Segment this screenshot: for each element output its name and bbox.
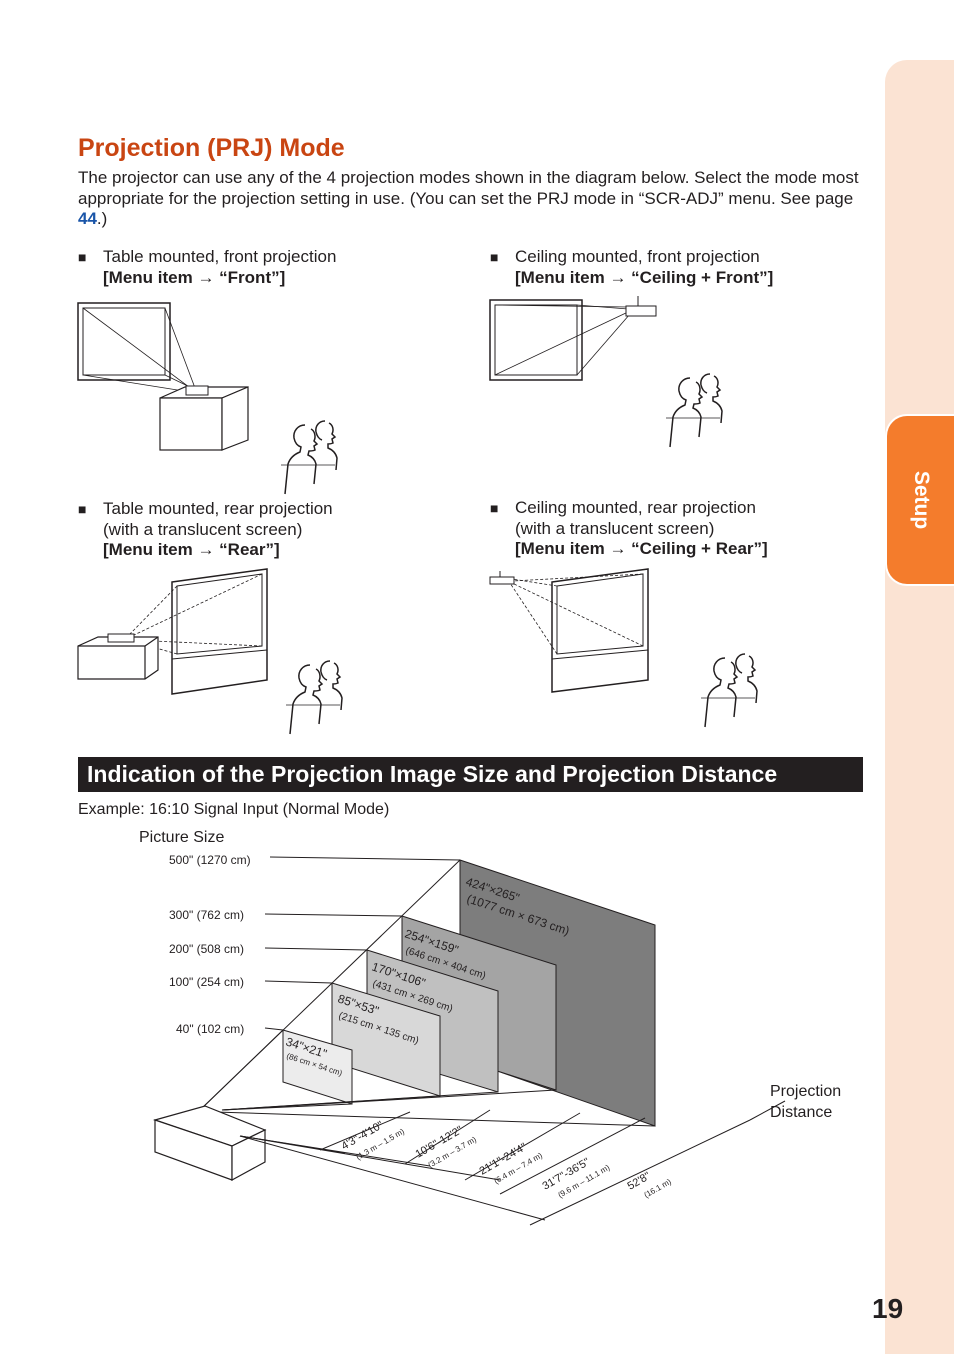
distance-diagram: 424"×265" (1077 cm × 673 cm) 254"×159" (… <box>152 853 786 1226</box>
mode-note: (with a translucent screen) <box>103 519 303 539</box>
projection-distance-line: Distance <box>770 1104 833 1121</box>
mode-label: Ceiling mounted, rear projection <box>515 498 756 517</box>
diagonal-200: 200" (508 cm) <box>169 942 244 956</box>
diagonal-300: 300" (762 cm) <box>169 908 244 922</box>
ceiling-front-illustration <box>489 296 723 448</box>
mode-label: Table mounted, rear projection <box>103 499 333 518</box>
mode-ceiling-front: ■ Ceiling mounted, front projection[Menu… <box>490 247 773 288</box>
projection-distance-line: Projection <box>770 1083 842 1100</box>
mode-label: Table mounted, front projection <box>103 247 337 266</box>
menu-item-label: [Menu item → “Ceiling + Rear”] <box>515 539 768 558</box>
bullet-icon: ■ <box>490 500 499 516</box>
mode-front: ■ Table mounted, front projection[Menu i… <box>78 247 336 288</box>
mode-label: Ceiling mounted, front projection <box>515 247 760 266</box>
page-title: Projection (PRJ) Mode <box>78 134 345 162</box>
sidebar-band <box>885 60 954 1354</box>
bullet-icon: ■ <box>78 249 87 265</box>
tab-setup[interactable]: Setup <box>885 414 954 586</box>
page-number: 19 <box>872 1293 904 1324</box>
intro-text: The projector can use any of the 4 proje… <box>78 168 859 208</box>
diagonal-40: 40" (102 cm) <box>176 1022 244 1036</box>
intro-paragraph: The projector can use any of the 4 proje… <box>78 168 868 230</box>
mode-note: (with a translucent screen) <box>515 518 715 538</box>
ceiling-rear-illustration <box>489 568 758 728</box>
page-link[interactable]: 44 <box>78 209 97 228</box>
example-caption: Example: 16:10 Signal Input (Normal Mode… <box>78 801 390 818</box>
mode-ceiling-rear: ■ Ceiling mounted, rear projection(with … <box>490 498 768 560</box>
section-title: Indication of the Projection Image Size … <box>87 761 778 787</box>
picture-size-label: Picture Size <box>139 829 225 846</box>
menu-item-label: [Menu item → “Front”] <box>103 267 286 287</box>
projection-distance-label: Projection Distance <box>770 1081 841 1123</box>
diagonal-500: 500" (1270 cm) <box>169 853 251 867</box>
mode-rear: ■ Table mounted, rear projection(with a … <box>78 499 333 561</box>
section-header: Indication of the Projection Image Size … <box>78 757 863 792</box>
menu-item-label: [Menu item → “Rear”] <box>103 540 280 559</box>
diagonal-100: 100" (254 cm) <box>169 975 244 989</box>
front-projection-illustration <box>77 302 338 495</box>
bullet-icon: ■ <box>78 501 87 517</box>
menu-item-label: [Menu item → “Ceiling + Front”] <box>515 267 774 287</box>
bullet-icon: ■ <box>490 249 499 265</box>
rear-projection-illustration <box>77 568 343 735</box>
intro-text-end: .) <box>96 209 108 228</box>
